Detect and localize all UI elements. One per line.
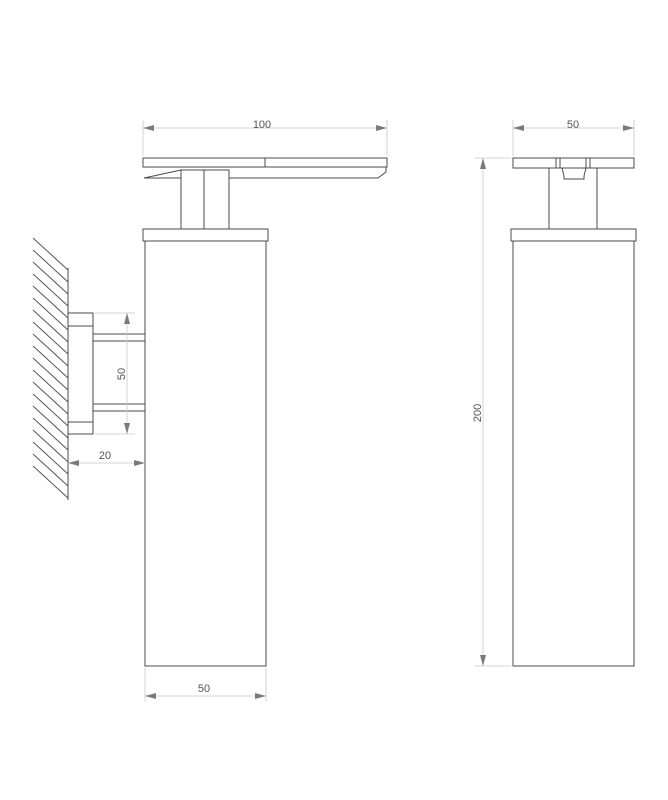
wall-hatching bbox=[32, 237, 69, 499]
wall-bracket bbox=[67, 312, 94, 435]
body-cap bbox=[142, 228, 269, 242]
svg-text:200: 200 bbox=[472, 404, 484, 422]
hatch-line bbox=[32, 273, 69, 307]
hatch-line bbox=[32, 393, 69, 427]
hatch-line bbox=[32, 357, 69, 391]
stem bbox=[548, 167, 598, 230]
arm-upper bbox=[92, 333, 146, 342]
hatch-line bbox=[32, 381, 69, 415]
hatch-line bbox=[32, 321, 69, 355]
front-view: 50 200 bbox=[472, 119, 637, 667]
dimension-height-200: 200 bbox=[472, 157, 511, 667]
svg-text:50: 50 bbox=[198, 683, 210, 695]
svg-text:50: 50 bbox=[567, 119, 579, 131]
dimension-width-100: 100 bbox=[142, 119, 388, 156]
svg-text:100: 100 bbox=[253, 119, 271, 131]
hatch-line bbox=[32, 249, 69, 283]
top-plate bbox=[512, 157, 635, 169]
hatch-line bbox=[32, 261, 69, 295]
side-view: 100 50 20 50 bbox=[32, 119, 388, 702]
hatch-line bbox=[32, 309, 69, 343]
body-cap bbox=[510, 228, 637, 242]
hatch-line bbox=[32, 441, 69, 475]
hatch-line bbox=[32, 237, 69, 271]
notch bbox=[561, 167, 587, 180]
hatch-line bbox=[32, 465, 69, 499]
hatch-line bbox=[32, 285, 69, 319]
hatch-line bbox=[32, 297, 69, 331]
hatch-line bbox=[32, 429, 69, 463]
hatch-line bbox=[32, 369, 69, 403]
svg-text:50: 50 bbox=[116, 368, 128, 380]
dimension-body-width-50: 50 bbox=[144, 668, 267, 702]
arm-lower bbox=[92, 403, 146, 412]
dimension-offset-20: 20 bbox=[68, 450, 145, 466]
hatch-line bbox=[32, 417, 69, 451]
hatch-line bbox=[32, 345, 69, 379]
hatch-line bbox=[32, 453, 69, 487]
body bbox=[512, 240, 635, 667]
dimension-spacing-50: 50 bbox=[95, 312, 135, 435]
top-plate-lower bbox=[143, 166, 387, 179]
stem bbox=[180, 169, 230, 230]
dimension-width-50: 50 bbox=[512, 119, 635, 156]
hatch-line bbox=[32, 333, 69, 367]
body bbox=[144, 240, 267, 667]
hatch-line bbox=[32, 405, 69, 439]
svg-text:20: 20 bbox=[99, 450, 111, 462]
